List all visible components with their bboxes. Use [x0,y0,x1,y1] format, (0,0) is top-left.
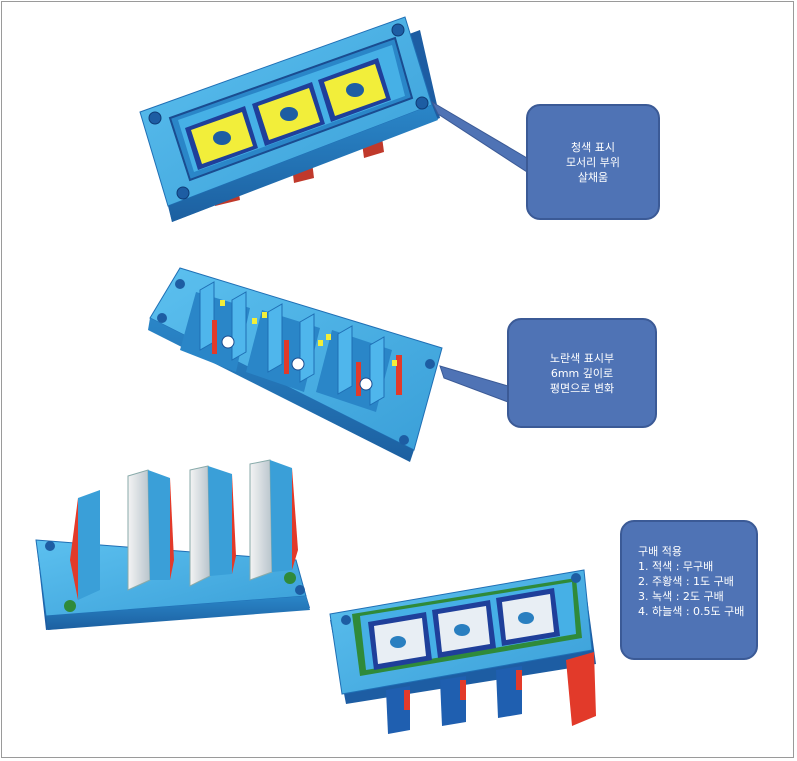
hole-icon [454,624,470,636]
legend-item-green: 3. 녹색 : 2도 구배 [638,590,724,603]
hole-icon [280,107,298,121]
callout-line: 청색 표시 [571,140,615,154]
callout-line: 6mm 깊이로 [550,366,614,380]
legend-title: 구배 적용 [638,545,682,558]
window-2 [432,600,496,658]
hole-icon [213,131,231,145]
hole-icon [518,612,534,624]
pad-3 [318,58,391,122]
callout-line: 노란색 표시부 [549,351,615,365]
pad-1 [185,106,258,170]
part-1-cover [139,16,440,222]
callout-yellow-flatten: 노란색 표시부 6mm 깊이로 평면으로 변화 [507,318,657,428]
callout-draft-legend: 구배 적용 1. 적색 : 무구배 2. 주황색 : 1도 구배 3. 녹색 :… [620,520,758,660]
part-4-cover-bottom [329,569,596,734]
callout-line: 모서리 부위 [565,155,621,169]
hole-icon [346,83,364,97]
legend-item-skyblue: 4. 하늘색 : 0.5도 구배 [638,605,745,618]
callout-edge-fill: 청색 표시 모서리 부위 살채움 [526,104,660,220]
pad-2 [252,82,325,146]
window-1 [368,612,432,670]
window-3 [496,588,560,646]
callout-pointer-1 [430,100,528,173]
part-2-housing [148,267,443,462]
legend-item-red: 1. 적색 : 무구배 [638,560,714,573]
callout-line: 평면으로 변화 [549,381,615,395]
hole-icon [390,636,406,648]
callout-pointer-2 [439,365,509,403]
part-3-ribs [35,459,310,630]
legend-item-orange: 2. 주황색 : 1도 구배 [638,575,734,588]
callout-line: 살채움 [577,170,609,184]
